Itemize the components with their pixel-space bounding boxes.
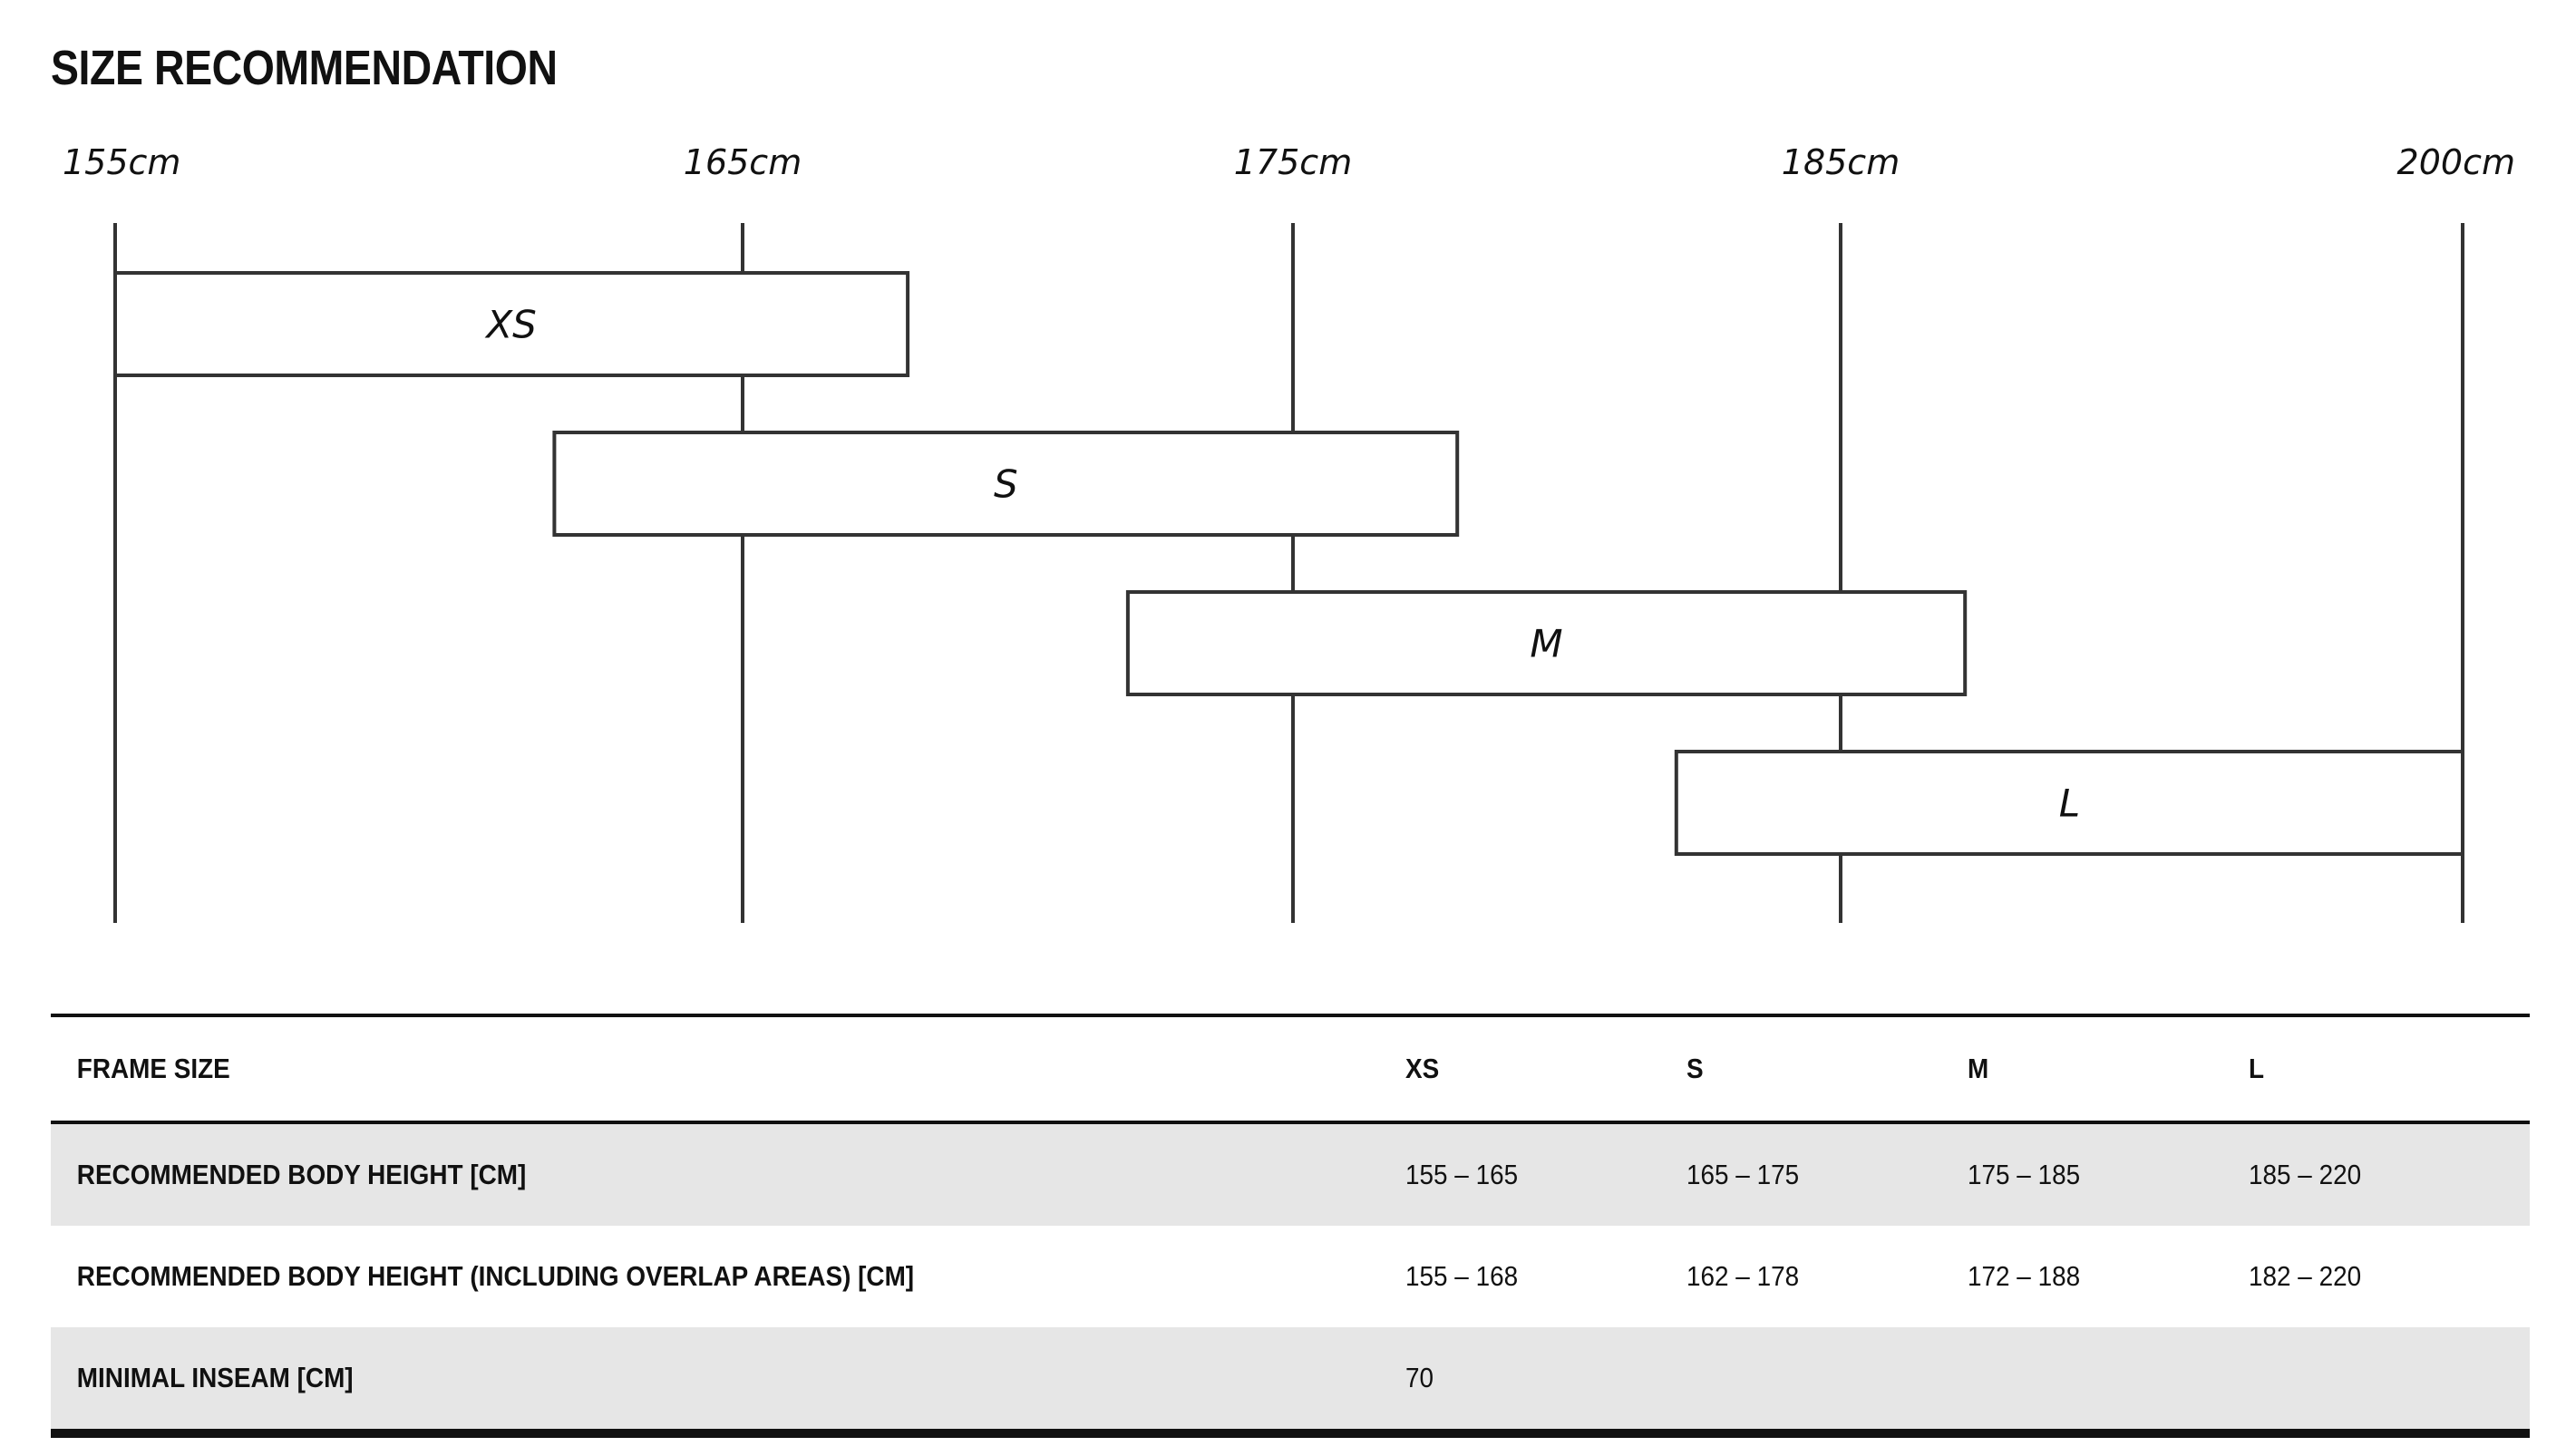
table-cell: 155 – 165 [1405, 1159, 1519, 1190]
size-bar [552, 431, 1460, 537]
size-bar [113, 271, 910, 377]
table-row: RECOMMENDED BODY HEIGHT (INCLUDING OVERL… [51, 1226, 2530, 1327]
column-header-m: M [1968, 1053, 1989, 1084]
page-title: SIZE RECOMMENDATION [51, 41, 558, 95]
size-bar [1125, 590, 1968, 696]
size-bar [1674, 750, 2465, 856]
bar-label: XS [484, 303, 536, 347]
table-cell: 165 – 175 [1686, 1159, 1800, 1190]
row-label: RECOMMENDED BODY HEIGHT (INCLUDING OVERL… [76, 1260, 915, 1292]
table-row: MINIMAL INSEAM [CM] 70 [51, 1327, 2530, 1429]
tick-label: 165cm [684, 142, 802, 182]
column-header-frame-size: FRAME SIZE [76, 1053, 230, 1084]
table-cell: 185 – 220 [2249, 1159, 2362, 1190]
table-cell: 155 – 168 [1405, 1260, 1519, 1292]
tick-label: 155cm [63, 142, 180, 182]
tick-label: 185cm [1782, 142, 1900, 182]
bar-label: M [1530, 622, 1562, 666]
table-cell: 162 – 178 [1686, 1260, 1800, 1292]
column-header-l: L [2249, 1053, 2265, 1084]
table-cell: 182 – 220 [2249, 1260, 2362, 1292]
tick-label: 175cm [1234, 142, 1352, 182]
table-cell: 70 [1405, 1362, 1434, 1393]
column-header-s: S [1686, 1053, 1704, 1084]
bar-label: S [994, 462, 1018, 507]
column-header-xs: XS [1405, 1053, 1440, 1084]
table-header-row: FRAME SIZE XS S M L [51, 1017, 2530, 1124]
row-label: RECOMMENDED BODY HEIGHT [CM] [76, 1159, 527, 1190]
table-cell: 172 – 188 [1968, 1260, 2081, 1292]
table-row: RECOMMENDED BODY HEIGHT [CM] 155 – 165 1… [51, 1124, 2530, 1226]
table-cell: 175 – 185 [1968, 1159, 2081, 1190]
tick-label: 200cm [2397, 142, 2515, 182]
bar-label: L [2059, 781, 2080, 826]
size-table: FRAME SIZE XS S M L RECOMMENDED BODY HEI… [51, 1014, 2530, 1438]
row-label: MINIMAL INSEAM [CM] [76, 1362, 354, 1393]
